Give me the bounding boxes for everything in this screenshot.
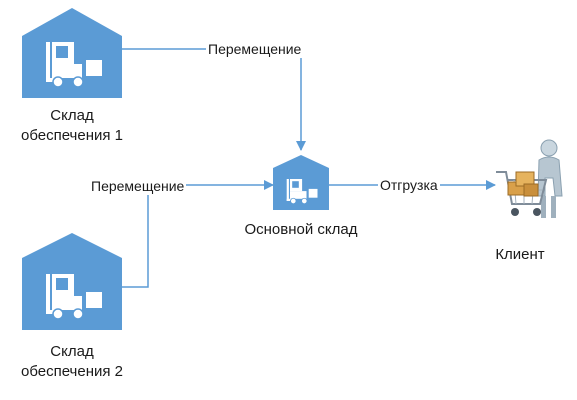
- edge-label-move2: Перемещение: [89, 177, 187, 195]
- warehouse1-label-line1: Склад: [50, 107, 94, 124]
- warehouse1-node[interactable]: [22, 8, 122, 98]
- shopping-cart-person-icon: [496, 139, 563, 218]
- warehouse1-label-line2: обеспечения 1: [20, 127, 124, 144]
- edge-label-move1: Перемещение: [206, 40, 304, 58]
- edge-move1-line: [122, 48, 306, 151]
- warehouse2-label-line1: Склад: [50, 343, 94, 360]
- warehouse1-label: Склад обеспечения 1: [10, 106, 134, 146]
- client-node[interactable]: [496, 139, 563, 218]
- warehouse2-label: Склад обеспечения 2: [10, 342, 134, 382]
- edge-label-shipment: Отгрузка: [378, 176, 440, 194]
- warehouse2-label-line2: обеспечения 2: [20, 363, 124, 380]
- client-label: Клиент: [495, 246, 545, 263]
- main-warehouse-node[interactable]: [273, 155, 329, 210]
- main-warehouse-label: Основной склад: [244, 221, 358, 238]
- edge-move2-line: [122, 180, 274, 288]
- warehouse2-node[interactable]: [22, 233, 122, 330]
